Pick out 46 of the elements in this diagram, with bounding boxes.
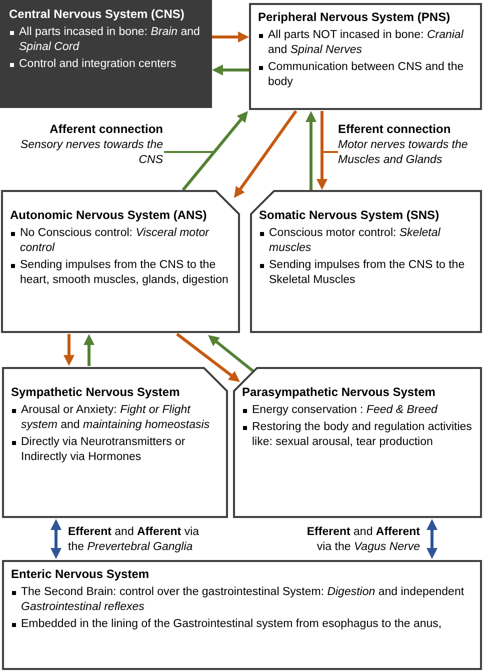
bullet-text: Restoring the body and regulation activities like: sexual arousal, tear production [252,420,473,450]
bullet-text: Directly via Neurotransmitters or Indirectly via Hormones [21,435,186,465]
arrow [306,111,316,190]
arrow [212,64,249,76]
arrow [316,111,328,190]
box-heading: Parasympathetic Nervous System [242,385,436,400]
bullet-text: Embedded in the lining of the Gastrointestinal system from esophagus to the anus, [21,617,442,632]
bullet-text: Sending impulses from the CNS to the Skeletal Muscles [269,258,466,288]
callout-text: Motor nerves towards the Muscles and Glands [338,138,469,168]
bullet-text: All parts incased in bone: Brain and Spinal Cord [19,25,201,55]
bullet-text: All parts NOT incased in bone: Cranial and Spinal Nerves [268,28,465,58]
box-heading: Enteric Nervous System [11,567,150,582]
system-box [1,190,240,333]
bullet-text: Sending impulses from the CNS to the heart, smooth muscles, glands, digestion [20,258,230,288]
callout-heading: Efferent connection [338,122,452,137]
bullet-text: Energy conservation : Feed & Breed [252,403,438,418]
arrow [212,32,249,42]
callout-text: Sensory nerves towards the CNS [19,138,163,168]
bullet-text: Arousal or Anxiety: Fight or Flight system and maintaining homeostasis [21,403,211,433]
bullet-text: Communication between CNS and the body [268,60,465,90]
system-box [0,0,212,108]
bullet-text: The Second Brain: control over the gastrointestinal System: Digestion and independent Gastrointestinal reflexes [21,585,466,615]
callout-heading: Afferent connection [48,122,163,137]
leader-line [164,151,214,153]
system-box [250,190,482,333]
arrow [208,335,254,372]
arrow [84,334,94,366]
arrow [50,519,62,559]
arrow [182,111,248,191]
arrow [176,332,240,382]
bullet-text: Conscious motor control: Skeletal muscles [269,226,442,256]
box-heading: Central Nervous System (CNS) [9,7,186,22]
arrow [234,110,298,198]
bullet-text: Control and integration centers [19,57,176,72]
leader-line [322,151,338,153]
box-heading: Sympathetic Nervous System [11,385,181,400]
bullet-text: No Conscious control: Visceral motor control [20,226,210,256]
box-heading: Peripheral Nervous System (PNS) [258,10,452,25]
arrow [64,334,74,366]
system-box [249,3,482,110]
system-box [233,367,482,518]
arrow [426,519,438,559]
box-heading: Somatic Nervous System (SNS) [259,208,440,223]
system-box [2,560,482,670]
system-box [2,367,228,518]
box-heading: Autonomic Nervous System (ANS) [10,208,208,223]
